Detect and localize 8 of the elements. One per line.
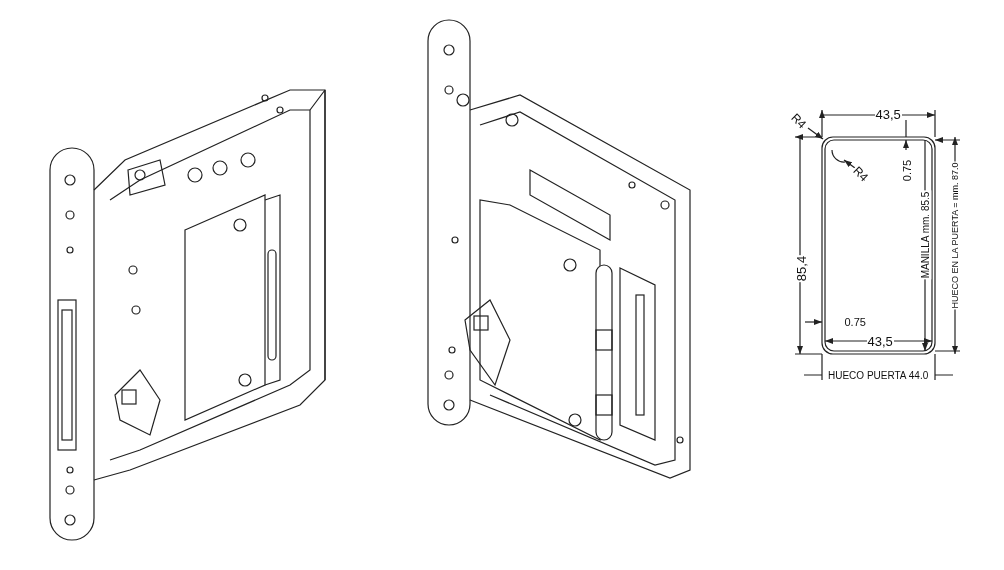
dimension-note: HUECO PUERTA 44.0 <box>827 371 930 381</box>
dimension-value: 0.75 <box>901 158 913 182</box>
dimension-note: MANILLA mm. 85.5 <box>920 190 931 280</box>
dimension-note: HUECO EN LA PUERTA = mm. 87.0 <box>951 161 961 309</box>
dimension-value: 0.75 <box>843 316 867 328</box>
dimension-value: 43,5 <box>866 334 894 348</box>
dimension-value: 43,5 <box>874 107 902 121</box>
dimension-value: 85,4 <box>794 254 808 282</box>
